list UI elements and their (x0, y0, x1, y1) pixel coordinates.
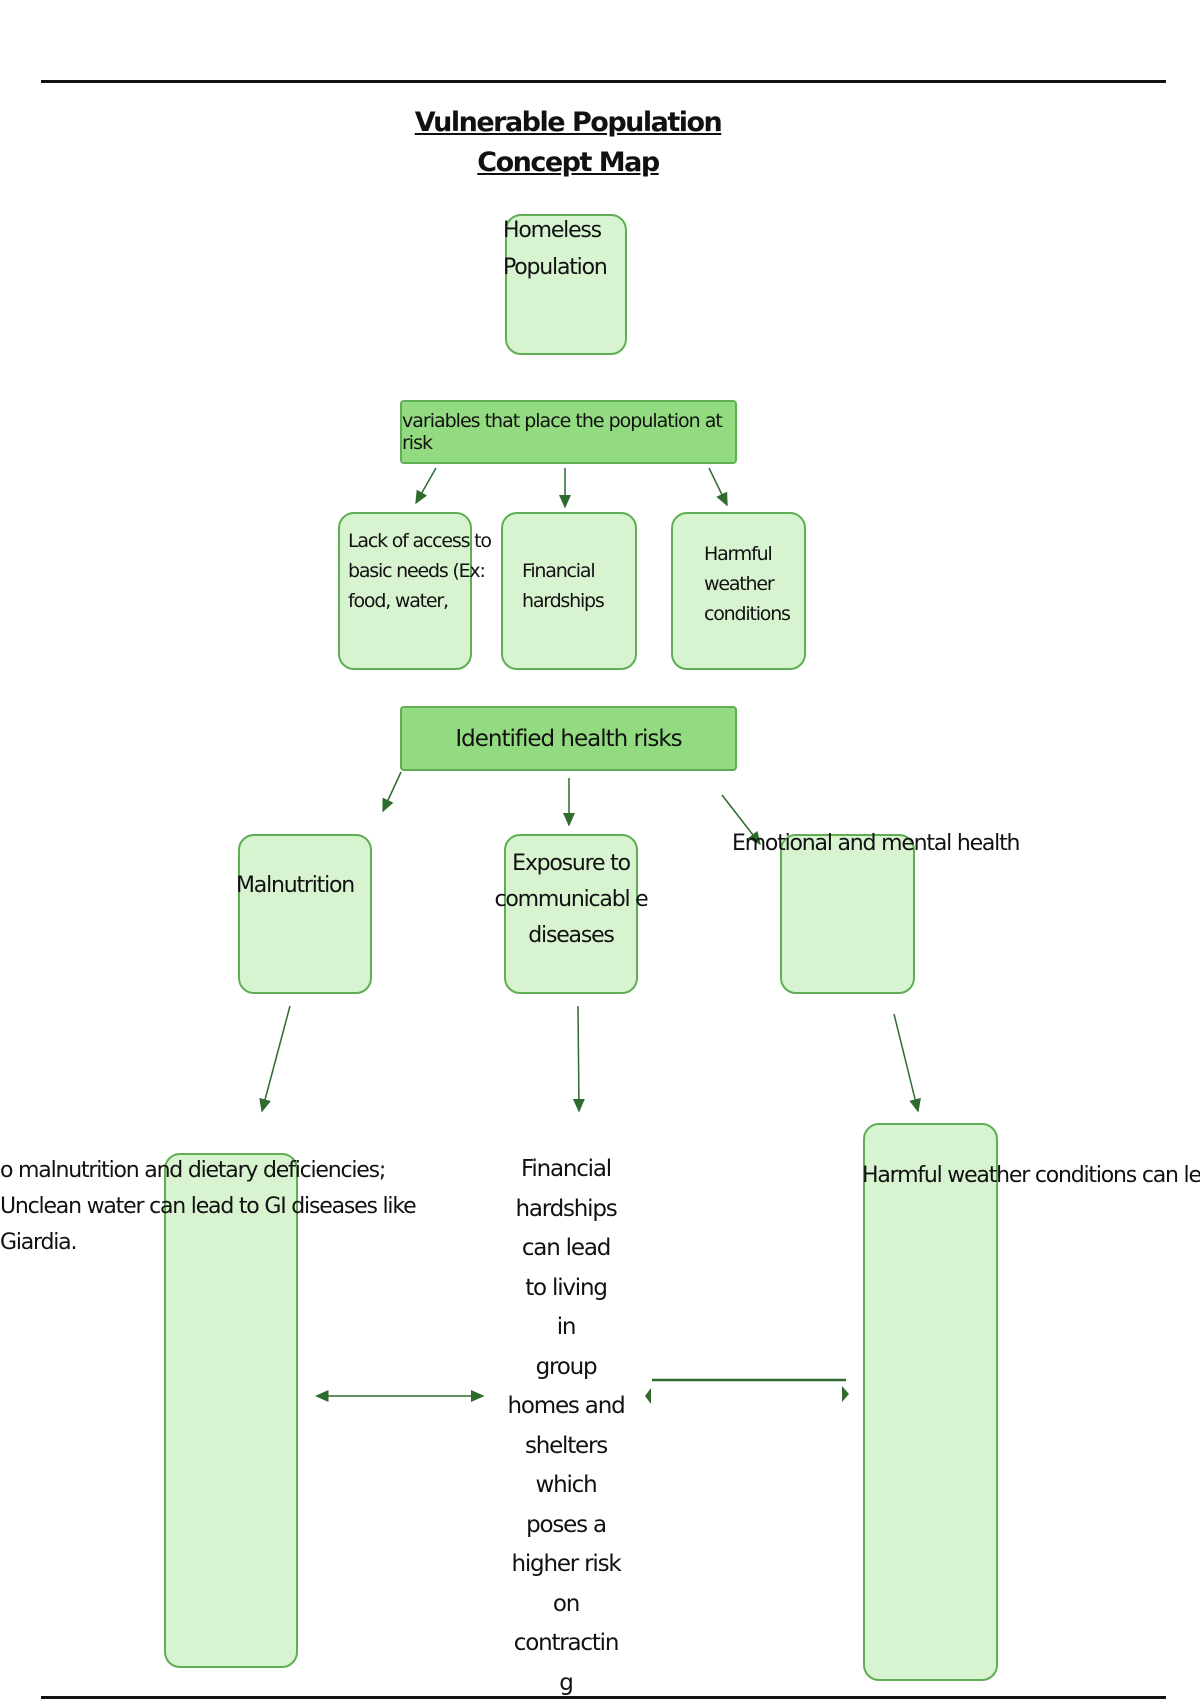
arrow (416, 468, 436, 503)
outcome-center-line: contractin (486, 1624, 646, 1664)
health-risks-header: Identified health risks (400, 706, 737, 771)
arrow (894, 1014, 918, 1111)
health-risks-header-label: Identified health risks (455, 726, 681, 752)
arrow (383, 772, 401, 811)
arrow (709, 468, 727, 505)
arrow (578, 1006, 579, 1111)
risk-variable-weather: Harmful weather conditions (704, 539, 839, 629)
outcome-center-line: to living (486, 1269, 646, 1309)
outcome-center-line: hardships (486, 1190, 646, 1230)
risk-variables-header: variables that place the population at r… (400, 400, 737, 464)
health-risk-malnutrition: Malnutrition (236, 868, 354, 904)
outcome-center-line: shelters (486, 1427, 646, 1467)
outcome-center-line: can lead (486, 1229, 646, 1269)
outcome-center-line: poses a (486, 1506, 646, 1546)
outcome-left-text: o malnutrition and dietary deficiencies;… (0, 1153, 470, 1261)
root-node-label: Homeless Population (503, 212, 613, 286)
bottom-rule (41, 1696, 1166, 1699)
risk-variable-basic-needs: Lack of access to basic needs (Ex: food,… (348, 526, 493, 616)
risk-variable-financial: Financial hardships (522, 556, 632, 616)
outcome-center-line: higher risk (486, 1545, 646, 1585)
health-risk-box (238, 834, 372, 994)
outcome-center-line: homes and (486, 1387, 646, 1427)
risk-variables-header-label: variables that place the population at r… (402, 410, 735, 454)
outcome-center-line: group (486, 1348, 646, 1388)
arrow (262, 1006, 290, 1111)
outcome-box-right (863, 1123, 998, 1681)
outcome-center-line: on (486, 1585, 646, 1625)
arrowhead-right (842, 1386, 849, 1402)
outcome-center-line: Financial (486, 1150, 646, 1190)
health-risk-mental-health: Emotional and mental health (732, 826, 1019, 862)
health-risk-communicable-diseases: Exposure to communicabl e diseases (476, 846, 666, 954)
outcome-right-text: Harmful weather conditions can le (862, 1158, 1200, 1194)
outcome-center-line: in (486, 1308, 646, 1348)
outcome-center-line: which (486, 1466, 646, 1506)
